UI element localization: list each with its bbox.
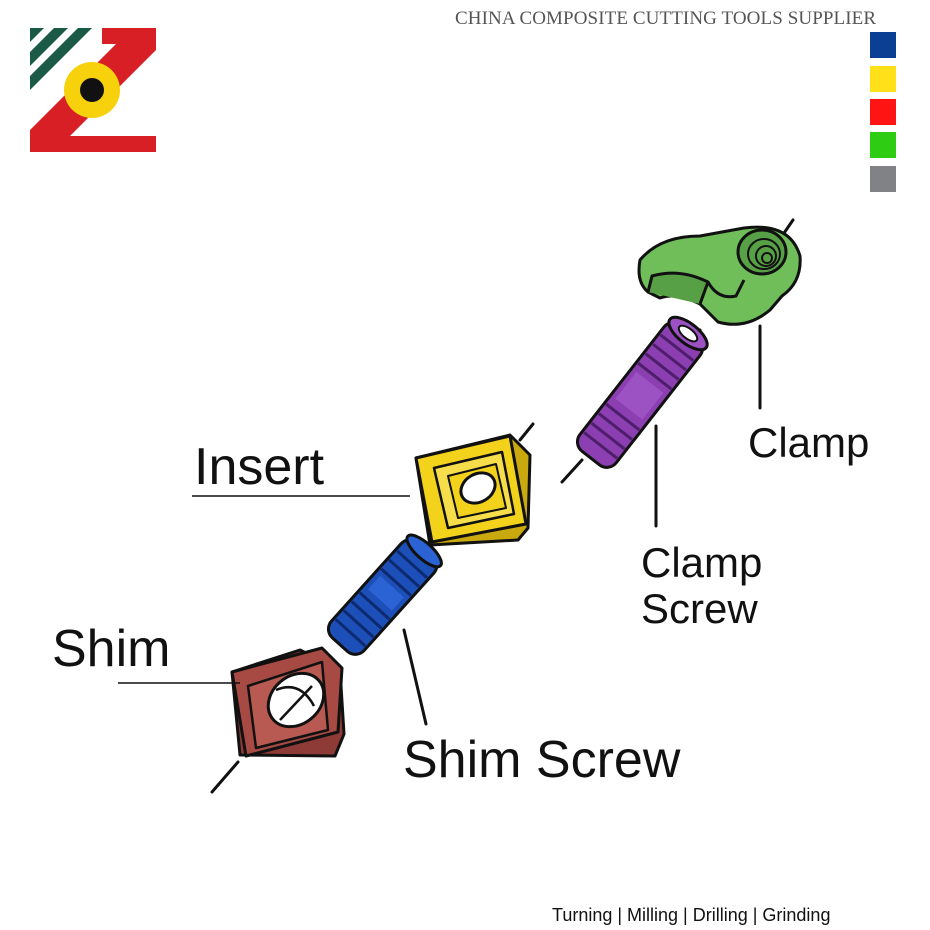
company-logo-icon	[30, 28, 156, 152]
clamp-label: Clamp	[748, 419, 870, 466]
color-swatch-yellow	[870, 66, 896, 92]
color-swatch-red	[870, 99, 896, 125]
color-swatch-blue	[870, 32, 896, 58]
shim-label: Shim	[52, 620, 171, 678]
clamp-screw-part	[575, 315, 709, 469]
clamp-screw-label: Clamp Screw	[641, 539, 763, 633]
insert-part	[414, 433, 532, 547]
insert-label: Insert	[194, 438, 325, 496]
footer-services: Turning | Milling | Drilling | Grinding	[552, 905, 831, 925]
company-tagline: CHINA COMPOSITE CUTTING TOOLS SUPPLIER	[455, 8, 877, 29]
clamp-part	[637, 225, 802, 326]
color-swatch-gray	[870, 166, 896, 192]
color-swatch-green	[870, 132, 896, 158]
shim-part	[230, 646, 346, 758]
shim-screw-part	[326, 533, 443, 656]
shim-screw-label: Shim Screw	[403, 731, 681, 789]
